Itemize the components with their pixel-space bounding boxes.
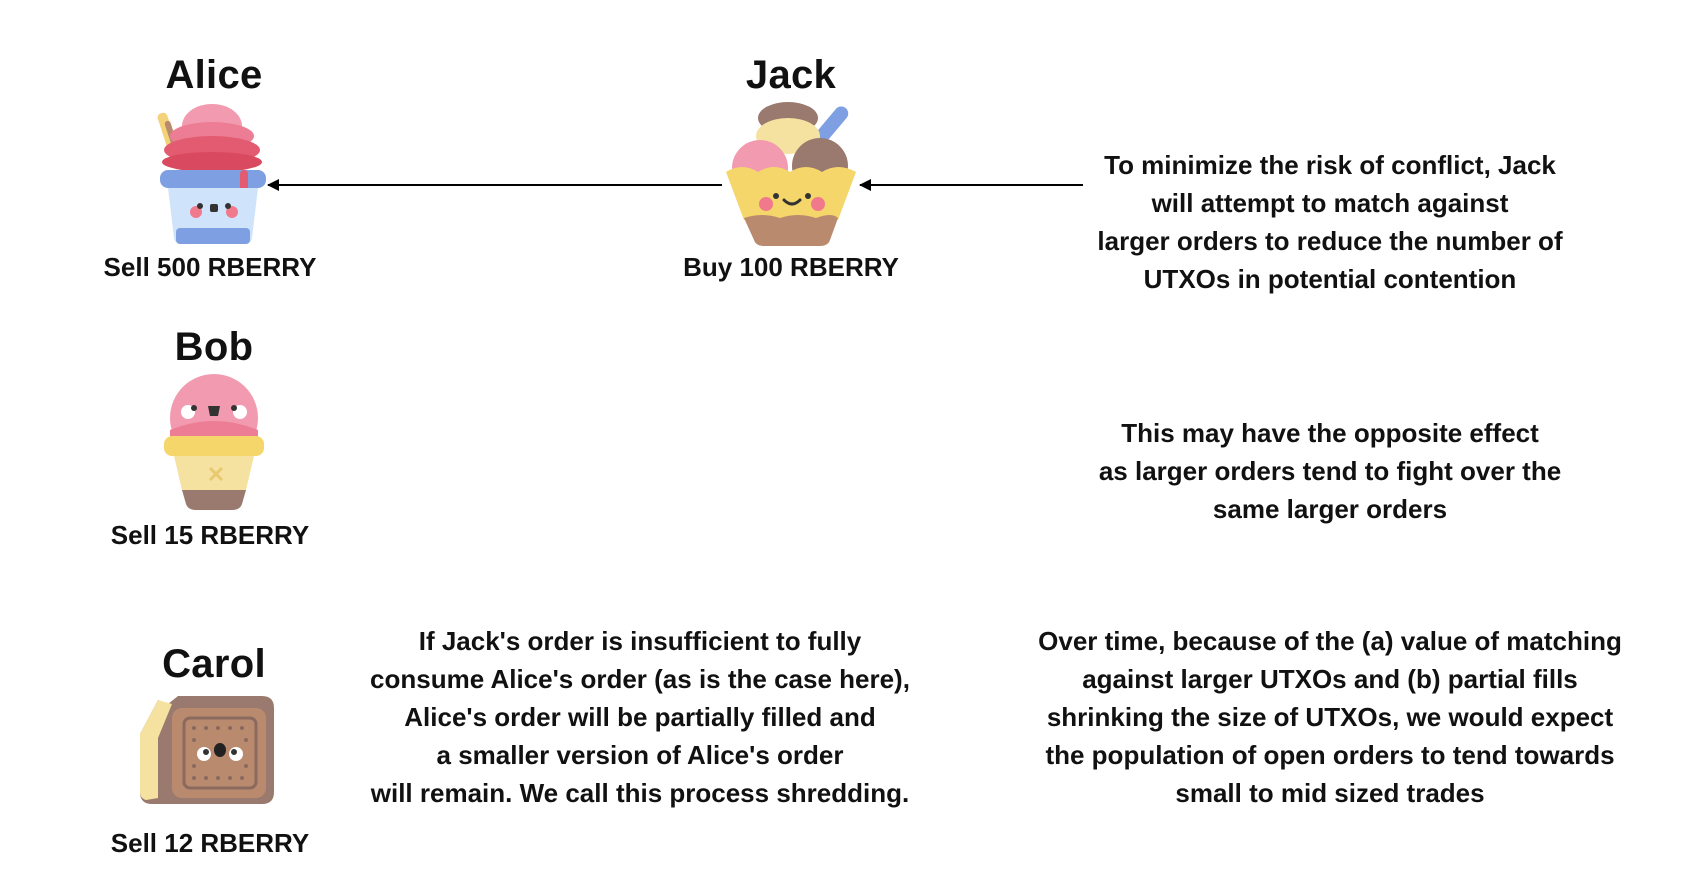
bob-order: Sell 15 RBERRY: [110, 520, 310, 550]
alice-order: Sell 500 RBERRY: [103, 252, 317, 282]
note-line: the population of open orders to tend to…: [1045, 740, 1615, 770]
jack-order: Buy 100 RBERRY: [683, 252, 899, 282]
alice-name: Alice: [165, 53, 263, 97]
note-line: larger orders to reduce the number of: [1097, 226, 1563, 256]
carol-name: Carol: [162, 642, 266, 686]
note-line: against larger UTXOs and (b) partial fil…: [1082, 664, 1578, 694]
note-shredding: If Jack's order is insufficient to fully…: [360, 622, 920, 812]
carol-order: Sell 12 RBERRY: [110, 828, 310, 858]
note-line: Over time, because of the (a) value of m…: [1038, 626, 1622, 656]
note-line: will remain. We call this process shredd…: [370, 778, 910, 808]
note-opposite-effect: This may have the opposite effect as lar…: [1070, 414, 1590, 528]
note-line: Alice's order will be partially filled a…: [404, 702, 876, 732]
note-line: shrinking the size of UTXOs, we would ex…: [1046, 702, 1614, 732]
note-line: UTXOs in potential contention: [1143, 264, 1517, 294]
shaved-ice-cup-icon: [157, 104, 266, 244]
note-line: as larger orders tend to fight over the: [1098, 456, 1562, 486]
note-line: If Jack's order is insufficient to fully: [418, 626, 862, 656]
ice-cream-sandwich-icon: [140, 696, 274, 804]
ice-cream-cone-icon: [164, 374, 264, 510]
jack-name: Jack: [745, 53, 837, 97]
note-line: To minimize the risk of conflict, Jack: [1104, 150, 1556, 180]
bob-name: Bob: [174, 325, 254, 369]
note-line: a smaller version of Alice's order: [436, 740, 844, 770]
note-minimize-conflict: To minimize the risk of conflict, Jack w…: [1070, 146, 1590, 298]
note-over-time: Over time, because of the (a) value of m…: [1010, 622, 1650, 812]
note-line: consume Alice's order (as is the case he…: [370, 664, 910, 694]
note-line: This may have the opposite effect: [1121, 418, 1539, 448]
note-line: same larger orders: [1212, 494, 1448, 524]
note-line: small to mid sized trades: [1175, 778, 1485, 808]
ice-cream-bowl-icon: [726, 102, 856, 246]
note-line: will attempt to match against: [1151, 188, 1509, 218]
